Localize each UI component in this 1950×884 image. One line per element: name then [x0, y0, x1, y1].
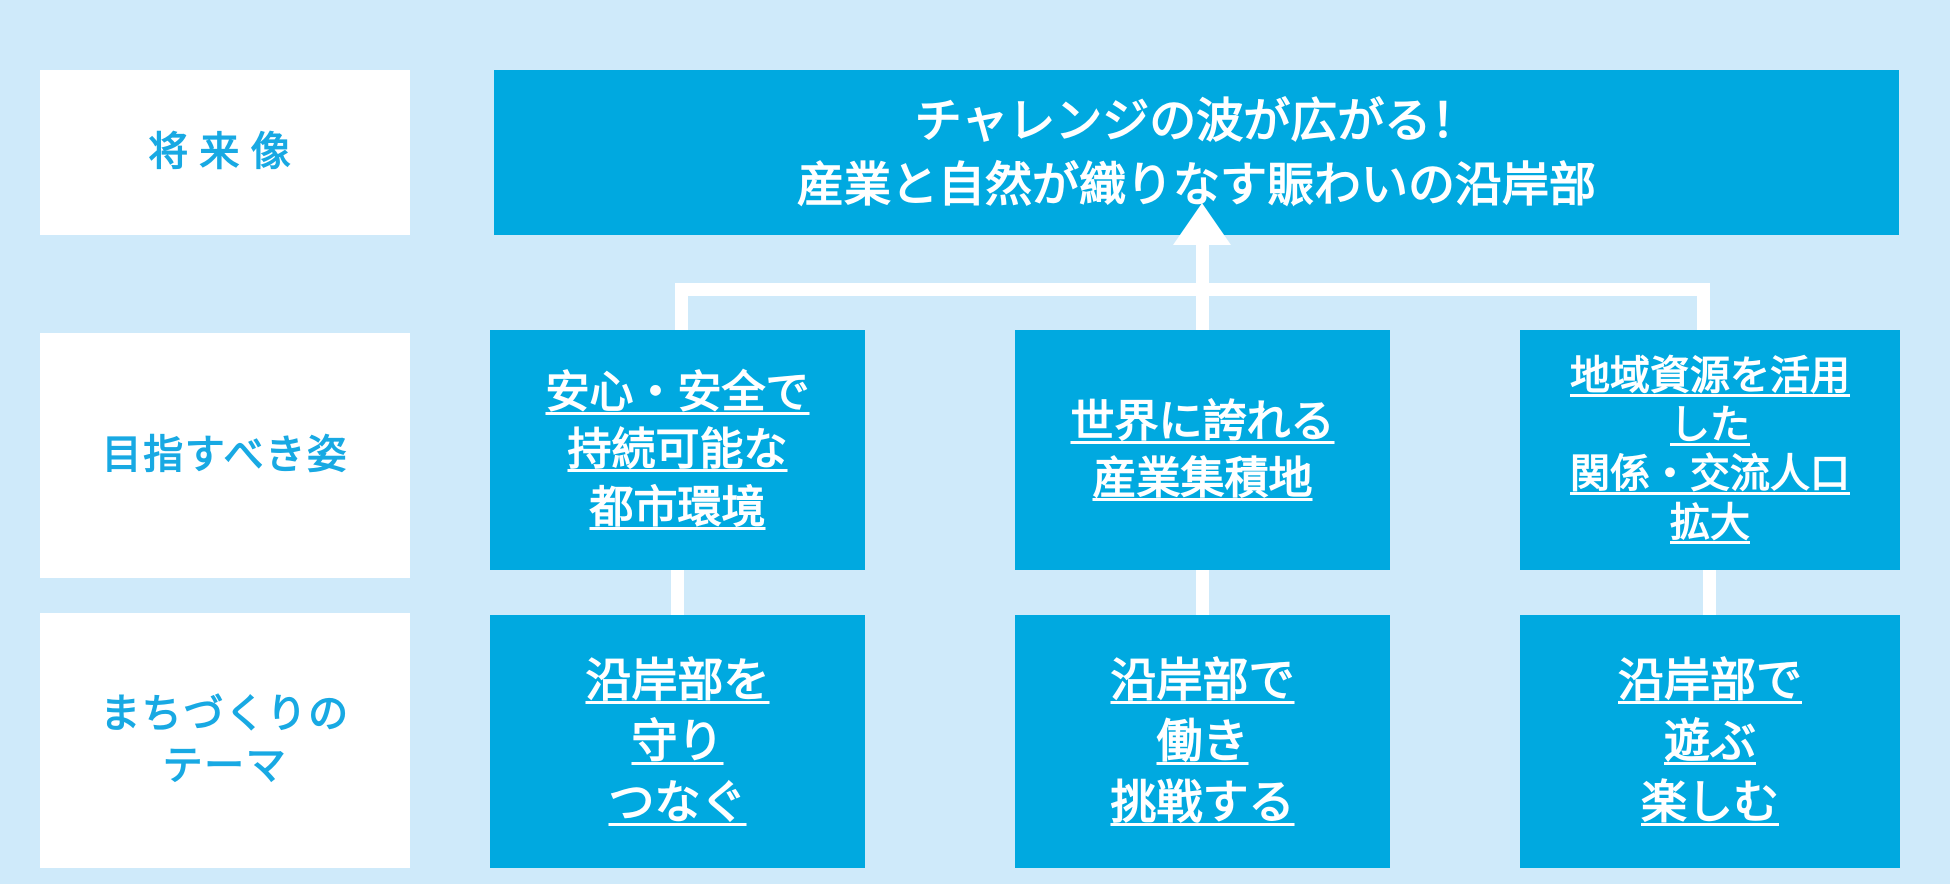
- goal-box-3-line-3: 関係・交流人口: [1570, 452, 1850, 496]
- connector-stub-right: [1697, 283, 1710, 333]
- goal-box-2-line-1: 世界に誇れる: [1070, 396, 1335, 446]
- theme-box-3-line-1: 沿岸部で: [1618, 653, 1802, 706]
- theme-box-1-line-2: 守り: [631, 714, 724, 767]
- connector-stub-left: [675, 283, 688, 333]
- goal-box-1-line-3: 都市環境: [589, 482, 766, 532]
- row-label-theme-line-1: まちづくりの: [100, 692, 350, 737]
- theme-box-3[interactable]: 沿岸部で 遊ぶ 楽しむ: [1520, 615, 1900, 868]
- row-label-theme-line-2: テーマ: [162, 743, 288, 788]
- goal-box-1[interactable]: 安心・安全で 持続可能な 都市環境: [490, 330, 865, 570]
- theme-box-3-line-3: 楽しむ: [1641, 776, 1779, 829]
- theme-box-2-line-3: 挑戦する: [1110, 776, 1295, 829]
- connector-stub-middle: [1196, 240, 1209, 333]
- theme-box-1-line-3: つなぐ: [608, 776, 747, 829]
- vision-banner-line-1: チャレンジの波が広がる！: [914, 93, 1479, 147]
- goal-box-3[interactable]: 地域資源を活用 した 関係・交流人口 拡大: [1520, 330, 1900, 570]
- theme-box-1[interactable]: 沿岸部を 守り つなぐ: [490, 615, 865, 868]
- row-label-vision: 将来像: [40, 70, 410, 235]
- theme-box-2-line-1: 沿岸部で: [1110, 653, 1295, 706]
- theme-box-2-line-2: 働き: [1156, 714, 1249, 767]
- goal-box-1-line-1: 安心・安全で: [545, 368, 810, 418]
- connector-goal-to-theme-1: [671, 568, 684, 618]
- goal-box-2[interactable]: 世界に誇れる 産業集積地: [1015, 330, 1390, 570]
- row-label-goal-text: 目指すべき姿: [101, 432, 349, 477]
- theme-box-1-line-1: 沿岸部を: [585, 653, 770, 706]
- goal-box-3-line-4: 拡大: [1670, 500, 1750, 545]
- row-label-goal: 目指すべき姿: [40, 333, 410, 578]
- goal-box-2-line-2: 産業集積地: [1092, 454, 1313, 503]
- row-label-theme: まちづくりの テーマ: [40, 613, 410, 868]
- theme-box-2[interactable]: 沿岸部で 働き 挑戦する: [1015, 615, 1390, 868]
- connector-horizontal-bar: [675, 283, 1710, 296]
- goal-box-3-line-1: 地域資源を活用: [1570, 354, 1850, 399]
- connector-arrow-head-up: [1173, 203, 1231, 245]
- connector-goal-to-theme-2: [1196, 568, 1209, 618]
- goal-box-3-line-2: した: [1670, 403, 1750, 448]
- theme-box-3-line-2: 遊ぶ: [1664, 714, 1756, 767]
- connector-goal-to-theme-3: [1703, 568, 1716, 618]
- goal-box-1-line-2: 持続可能な: [567, 425, 788, 475]
- row-label-vision-text: 将来像: [148, 129, 302, 174]
- vision-banner-line-2: 産業と自然が織りなす賑わいの沿岸部: [797, 157, 1596, 211]
